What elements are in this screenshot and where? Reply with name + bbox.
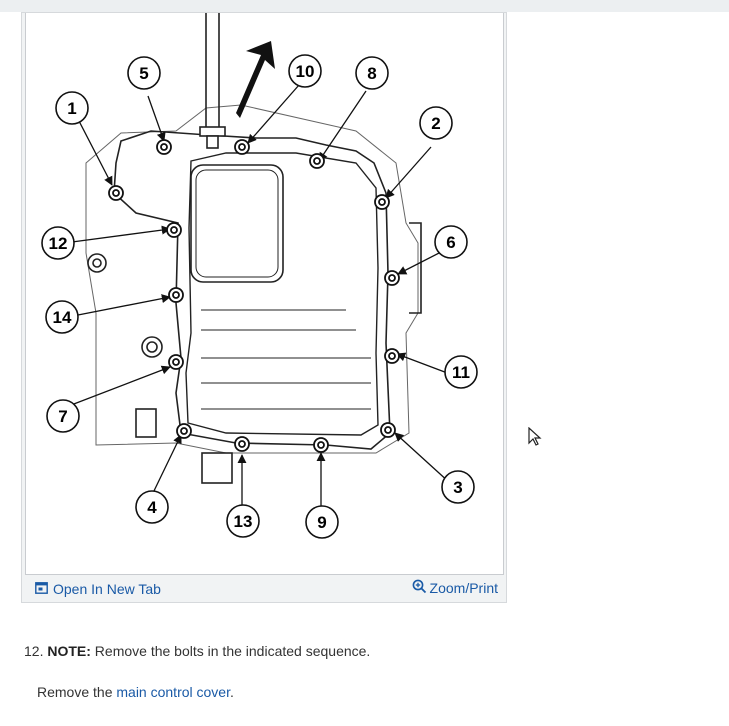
svg-text:14: 14 bbox=[53, 308, 72, 327]
callout-3: 3 bbox=[441, 470, 475, 504]
open-in-new-tab-label: Open In New Tab bbox=[53, 581, 161, 597]
callout-14: 14 bbox=[45, 300, 79, 334]
note-text: Remove the bolts in the indicated sequen… bbox=[90, 643, 371, 659]
mouse-cursor-icon bbox=[528, 426, 542, 452]
callout-11: 11 bbox=[444, 355, 478, 389]
callout-7: 7 bbox=[46, 399, 80, 433]
callout-10: 10 bbox=[288, 54, 322, 88]
callout-9: 9 bbox=[305, 505, 339, 539]
svg-text:10: 10 bbox=[296, 62, 315, 81]
step-number: 12. bbox=[24, 643, 44, 659]
svg-text:9: 9 bbox=[317, 513, 326, 532]
svg-text:8: 8 bbox=[367, 64, 376, 83]
callout-5: 5 bbox=[127, 56, 161, 90]
figure-panel: 1 5 10 8 2 6 12 14 7 11 3 4 13 9 Open In… bbox=[21, 12, 507, 603]
svg-text:7: 7 bbox=[58, 407, 67, 426]
svg-text:1: 1 bbox=[67, 99, 76, 118]
callout-4: 4 bbox=[135, 490, 169, 524]
open-in-new-tab-link[interactable]: Open In New Tab bbox=[35, 581, 161, 597]
callout-6: 6 bbox=[434, 225, 468, 259]
svg-text:6: 6 bbox=[446, 233, 455, 252]
substep-suffix: . bbox=[229, 684, 234, 700]
bolt-sequence-diagram[interactable]: 1 5 10 8 2 6 12 14 7 11 3 4 13 9 bbox=[25, 13, 504, 575]
callout-13: 13 bbox=[226, 504, 260, 538]
svg-text:13: 13 bbox=[234, 512, 253, 531]
callout-12: 12 bbox=[41, 226, 75, 260]
zoom-print-label: Zoom/Print bbox=[429, 580, 498, 596]
callout-8: 8 bbox=[355, 56, 389, 90]
step-note: 12. NOTE: Remove the bolts in the indica… bbox=[24, 643, 370, 659]
callout-2: 2 bbox=[419, 106, 453, 140]
zoom-in-icon bbox=[412, 579, 427, 597]
top-bar bbox=[0, 0, 729, 12]
svg-text:12: 12 bbox=[49, 234, 68, 253]
main-control-cover-link[interactable]: main control cover bbox=[116, 684, 230, 700]
zoom-print-link[interactable]: Zoom/Print bbox=[412, 579, 498, 597]
svg-text:2: 2 bbox=[431, 114, 440, 133]
svg-text:11: 11 bbox=[452, 363, 470, 382]
svg-text:3: 3 bbox=[453, 478, 462, 497]
substep-prefix: Remove the bbox=[37, 684, 117, 700]
note-label: NOTE: bbox=[47, 643, 91, 659]
callout-1: 1 bbox=[55, 91, 89, 125]
substep: Remove the main control cover. bbox=[37, 684, 234, 700]
open-in-new-tab-icon bbox=[35, 581, 48, 597]
svg-text:4: 4 bbox=[147, 498, 157, 517]
svg-text:5: 5 bbox=[139, 64, 148, 83]
